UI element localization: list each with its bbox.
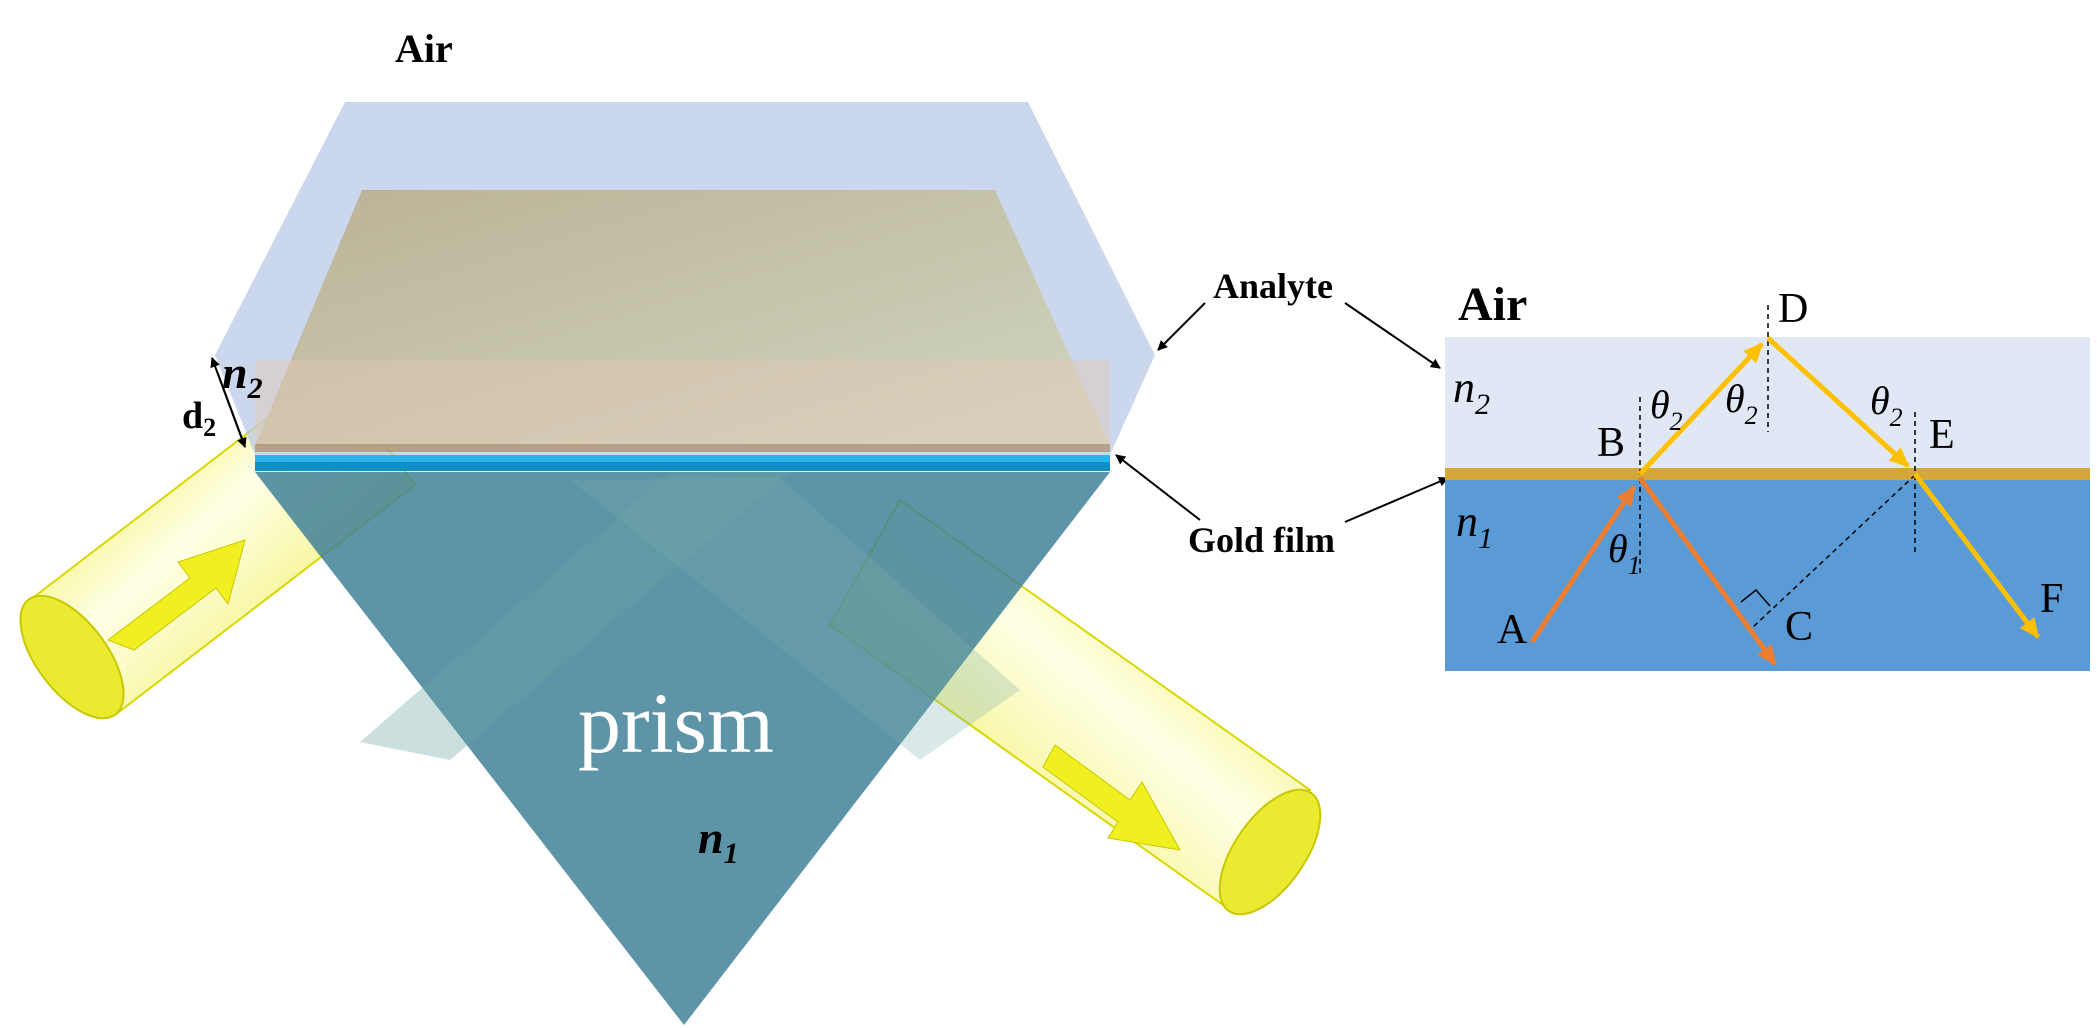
theta1-label: θ1: [1608, 526, 1641, 580]
perpendicular-line: [1751, 474, 1916, 629]
ray-B-C: [1637, 476, 1778, 666]
gold-film-strip: [1445, 468, 2090, 480]
right-air-label: Air: [1458, 278, 1527, 331]
reflected-arrow-icon: [1042, 744, 1181, 851]
theta2-label-B: θ2: [1650, 382, 1683, 436]
prism-label: prism: [578, 675, 774, 771]
gold-film-pointer-left: [1115, 454, 1201, 521]
gold-film-pointer-right: [1344, 476, 1449, 523]
point-B-label: B: [1597, 420, 1625, 466]
left-air-label: Air: [395, 26, 453, 71]
ray-D-E: [1766, 336, 1910, 468]
gold-film-label: Gold film: [1188, 520, 1335, 560]
point-C-label: C: [1785, 604, 1813, 650]
incident-arrow-icon: [106, 539, 246, 651]
ray-B-D: [1638, 342, 1764, 476]
theta2-label-D: θ2: [1725, 376, 1758, 430]
point-F-label: F: [2040, 576, 2063, 622]
analyte-layer: [1445, 337, 2090, 470]
point-A-label: A: [1497, 607, 1528, 653]
thickness-indicator: [210, 357, 247, 448]
ray-A-B: [1529, 485, 1637, 644]
analyte-pointer-left: [1157, 302, 1206, 351]
right-n2-label: n2: [1453, 363, 1490, 421]
point-E-label: E: [1929, 412, 1955, 458]
left-figure: Air Analyte Gold film n2 d2 prism n1: [19, 26, 1449, 1025]
point-D-label: D: [1778, 286, 1808, 332]
analyte-sample: [255, 190, 1110, 446]
left-n1-label: n1: [698, 812, 739, 870]
right-angle-mark: [1740, 588, 1771, 607]
analyte-pointer-right: [1344, 302, 1441, 369]
prism: [255, 472, 1110, 1025]
analyte-label: Analyte: [1213, 266, 1333, 306]
prism-medium-layer: [1445, 478, 2090, 671]
thickness-d2-label: d2: [182, 395, 216, 442]
right-figure: Air n2 n1 A B C D E F θ1 θ2 θ2 θ2: [1445, 278, 2090, 671]
left-n2-label: n2: [222, 347, 263, 405]
theta2-label-E: θ2: [1870, 378, 1903, 432]
right-n1-label: n1: [1456, 497, 1493, 555]
ray-E-F: [1913, 472, 2040, 639]
